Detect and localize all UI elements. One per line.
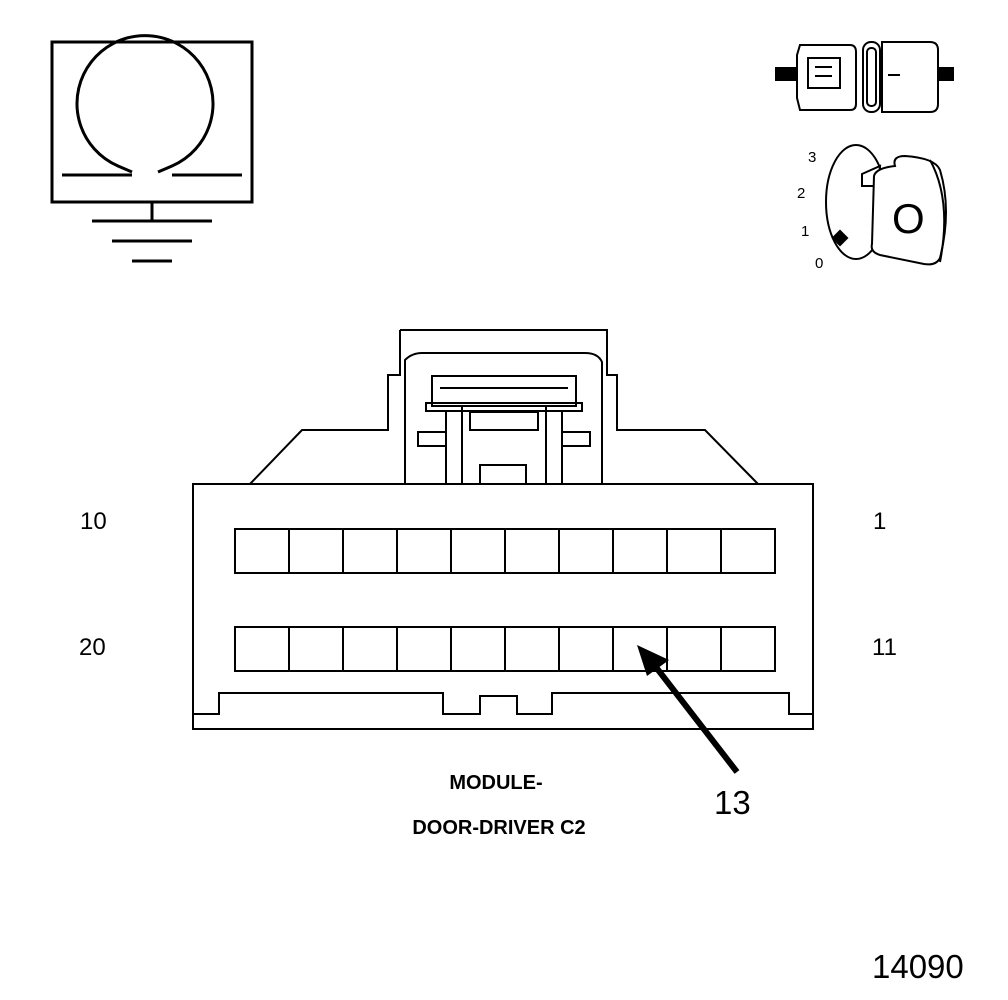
pin-cavity-15 [504, 626, 560, 672]
pin-13-callout-arrow [637, 645, 740, 774]
pin-cavity-10 [234, 528, 290, 574]
pin-cavity-16 [450, 626, 506, 672]
pin-cavity-5 [504, 528, 560, 574]
callout-pin-number: 13 [714, 784, 751, 821]
pin-cavity-6 [450, 528, 506, 574]
pin-cavity-8 [342, 528, 398, 574]
pin-cavity-19 [288, 626, 344, 672]
pin-label-1: 1 [873, 508, 886, 535]
pin-row-top [234, 528, 776, 574]
pin-label-11: 11 [872, 634, 897, 661]
connector-disconnected-icon [775, 41, 954, 113]
pin-cavity-4 [558, 528, 614, 574]
pin-cavity-14 [558, 626, 614, 672]
ignition-position-0: 0 [815, 255, 823, 272]
connector-caption-line-2: DOOR-DRIVER C2 [412, 817, 585, 839]
ignition-position-2: 2 [797, 185, 805, 202]
pin-cavity-3 [612, 528, 668, 574]
pin-cavity-20 [234, 626, 290, 672]
ignition-key-off-icon: 3 2 1 0 O [797, 144, 947, 272]
pin-cavity-18 [342, 626, 398, 672]
pin-row-bottom [234, 626, 776, 672]
pin-cavity-17 [396, 626, 452, 672]
connector-face [192, 329, 814, 730]
ignition-position-1: 1 [801, 223, 809, 240]
pin-label-20: 20 [79, 634, 106, 661]
figure-number: 14090 [872, 948, 964, 985]
pin-cavity-11 [720, 626, 776, 672]
connector-caption-line-1: MODULE- [449, 772, 542, 794]
pin-cavity-12 [666, 626, 722, 672]
pin-cavity-2 [666, 528, 722, 574]
ohm-meter-ground-icon [50, 34, 254, 263]
ignition-position-3: 3 [808, 149, 816, 166]
pin-cavity-9 [288, 528, 344, 574]
pin-cavity-7 [396, 528, 452, 574]
pin-label-10: 10 [80, 508, 107, 535]
pin-cavity-1 [720, 528, 776, 574]
ignition-key-letter: O [892, 195, 925, 242]
